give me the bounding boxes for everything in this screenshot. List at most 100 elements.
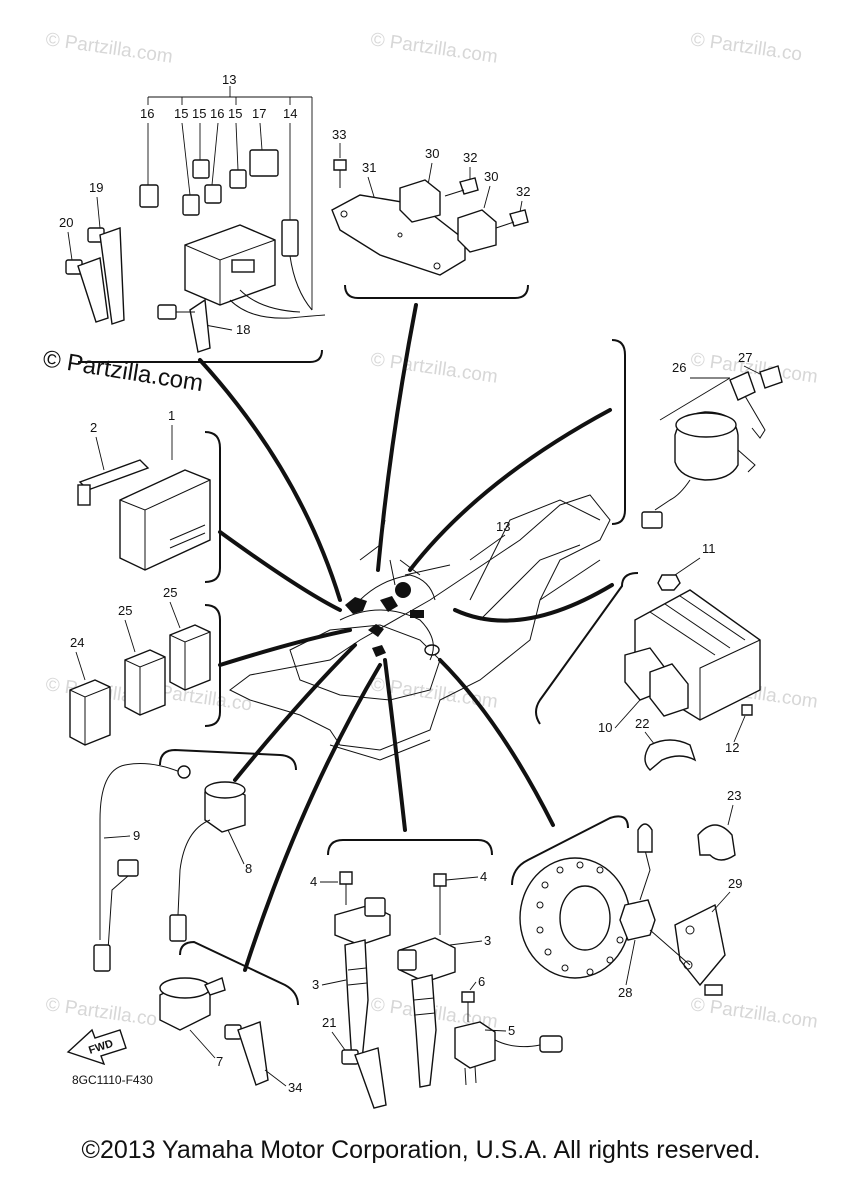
- callout-17: 17: [252, 106, 266, 121]
- forward-arrow-icon: [66, 1028, 127, 1066]
- bolt-icon: [339, 871, 353, 885]
- callout-6: 6: [478, 974, 485, 989]
- connector-icon: [93, 944, 111, 972]
- fuse-icon: [182, 194, 200, 216]
- bolt-icon: [433, 873, 447, 887]
- rectifier-regulator-group: 11 10 12 22: [535, 541, 761, 771]
- callout-25: 25: [163, 585, 177, 600]
- bushing-icon: [741, 704, 753, 716]
- callout-27: 27: [738, 350, 752, 365]
- callout-32: 32: [516, 184, 530, 199]
- relay-group: 25 25 24: [69, 585, 221, 746]
- watermark: © Partzilla.com: [44, 29, 174, 68]
- callout-13: 13: [222, 72, 236, 87]
- cable-tie-icon: [237, 1021, 269, 1086]
- callout-20: 20: [59, 215, 73, 230]
- ecu-icon: [119, 469, 211, 571]
- callout-8: 8: [245, 861, 252, 876]
- watermark-main: © Partzilla.com: [41, 345, 205, 397]
- cable-tie-icon: [99, 227, 125, 325]
- callout-2: 2: [90, 420, 97, 435]
- callout-28: 28: [618, 985, 632, 1000]
- main-switch-group: 26 27: [611, 339, 783, 529]
- relay-icon: [69, 679, 111, 746]
- bolt-icon: [333, 159, 347, 171]
- fuse-icon: [139, 184, 159, 208]
- cable-tie-icon: [189, 298, 211, 353]
- bolt-icon: [704, 984, 723, 996]
- watermark: © Partzilla.co: [689, 29, 803, 65]
- connector-icon: [641, 511, 663, 529]
- drawing-code: 8GC1110-F430: [72, 1073, 153, 1087]
- nut-icon: [657, 574, 681, 591]
- watermark: © Partzilla.com: [689, 994, 819, 1033]
- callout-15: 15: [174, 106, 188, 121]
- watermark: © Partzilla.com: [689, 349, 819, 388]
- fuse-box-group: 13 16 15 15 16 15 17 14 18 19: [59, 72, 326, 363]
- callout-7: 7: [216, 1054, 223, 1069]
- callout-11: 11: [702, 541, 716, 556]
- callout-31: 31: [362, 160, 376, 175]
- ignition-coil-group: 4 4 3 3 6 5 21: [310, 839, 563, 1109]
- relay-icon: [399, 179, 441, 223]
- callout-32: 32: [463, 150, 477, 165]
- callout-19: 19: [89, 180, 103, 195]
- watermark: © Partzilla.com: [369, 29, 499, 68]
- callout-21: 21: [322, 1015, 336, 1030]
- copyright-notice: ©2013 Yamaha Motor Corporation, U.S.A. A…: [82, 1136, 761, 1164]
- relay-icon: [124, 649, 166, 716]
- fuse-icon: [192, 159, 210, 179]
- callout-15: 15: [192, 106, 206, 121]
- callout-22: 22: [635, 716, 649, 731]
- bracket-group: 33 31 30 32 30 32: [331, 127, 530, 299]
- bolt-icon: [459, 177, 479, 195]
- relay-icon: [457, 209, 497, 253]
- callout-18: 18: [236, 322, 250, 337]
- connection-lines: [198, 303, 614, 972]
- callout-30: 30: [484, 169, 498, 184]
- fuse-box-icon: [184, 224, 276, 306]
- callout-30: 30: [425, 146, 439, 161]
- callout-23: 23: [727, 788, 741, 803]
- callout-16: 16: [140, 106, 154, 121]
- callout-24: 24: [70, 635, 84, 650]
- callout-25: 25: [118, 603, 132, 618]
- callout-10: 10: [598, 720, 612, 735]
- watermark: © Partzilla.com: [369, 349, 499, 388]
- callout-26: 26: [672, 360, 686, 375]
- sensor-lead-group: 9 8: [93, 748, 297, 972]
- pickup-coil-icon: [619, 899, 656, 941]
- fuse-icon: [229, 169, 247, 189]
- watermark: © Partzilla.co: [44, 994, 158, 1030]
- callout-5: 5: [508, 1023, 515, 1038]
- callout-4: 4: [310, 874, 317, 889]
- callout-16: 16: [210, 106, 224, 121]
- grommet-plate-icon: [674, 903, 726, 987]
- callout-15: 15: [228, 106, 242, 121]
- relay-icon: [169, 624, 211, 691]
- fuse-icon: [204, 184, 222, 204]
- callout-9: 9: [133, 828, 140, 843]
- connector-icon: [637, 823, 653, 853]
- ring-terminal-icon: [177, 765, 191, 779]
- key-icon: [729, 371, 756, 401]
- sensor-icon: [454, 1021, 496, 1069]
- callout-1: 1: [168, 408, 175, 423]
- cable-tie-icon: [354, 1047, 387, 1109]
- callout-4: 4: [480, 869, 487, 884]
- callout-13: 13: [496, 519, 510, 534]
- connector-icon: [281, 219, 299, 257]
- relay-icon: [249, 149, 279, 177]
- ecu-group: 1 2: [77, 408, 221, 583]
- callout-34: 34: [288, 1080, 302, 1095]
- bolt-icon: [461, 991, 475, 1003]
- callout-3: 3: [484, 933, 491, 948]
- fwd-arrow: FWD: [66, 1028, 127, 1066]
- clamp-icon: [644, 739, 697, 771]
- connector-icon: [169, 914, 187, 942]
- callout-12: 12: [725, 740, 739, 755]
- vehicle-frame: 13: [229, 494, 611, 761]
- callout-29: 29: [728, 876, 742, 891]
- neutral-switch-group: 7 34: [159, 940, 302, 1095]
